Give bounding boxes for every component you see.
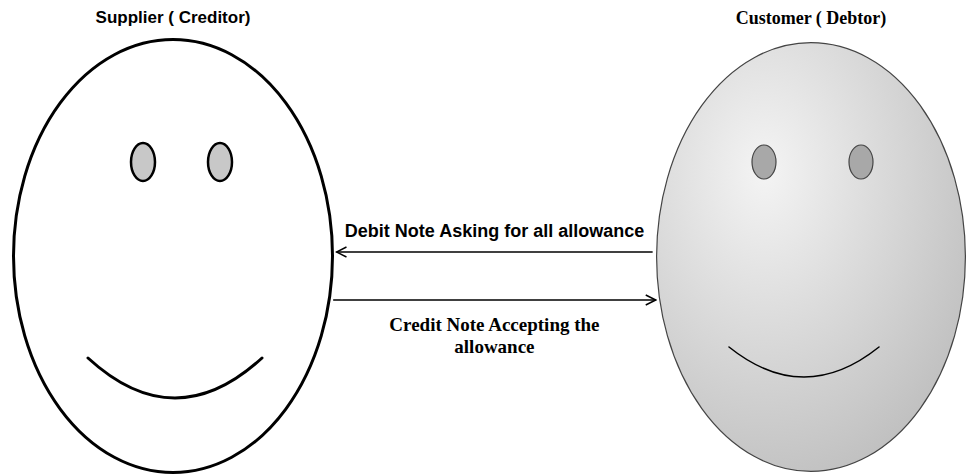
face-eye — [208, 143, 232, 181]
face-eye — [752, 145, 776, 179]
face-outline — [656, 42, 966, 472]
face-smile — [729, 347, 879, 377]
node-heading: Supplier ( Creditor) — [12, 2, 334, 28]
face-ellipse — [14, 40, 333, 473]
face-eye — [849, 145, 873, 179]
flow-arrow — [336, 251, 652, 252]
face-node: Customer ( Debtor) — [656, 2, 966, 472]
edge-label: Debit Note Asking for all allowance — [341, 221, 648, 242]
face-ellipse — [657, 43, 966, 472]
face-node: Supplier ( Creditor) — [12, 2, 334, 474]
edge-label: Credit Note Accepting the allowance — [360, 314, 628, 358]
face-smile — [88, 358, 262, 398]
node-heading: Customer ( Debtor) — [656, 2, 966, 29]
face-outline — [12, 38, 334, 474]
face-eye — [131, 143, 155, 181]
flow-arrow — [333, 299, 656, 300]
